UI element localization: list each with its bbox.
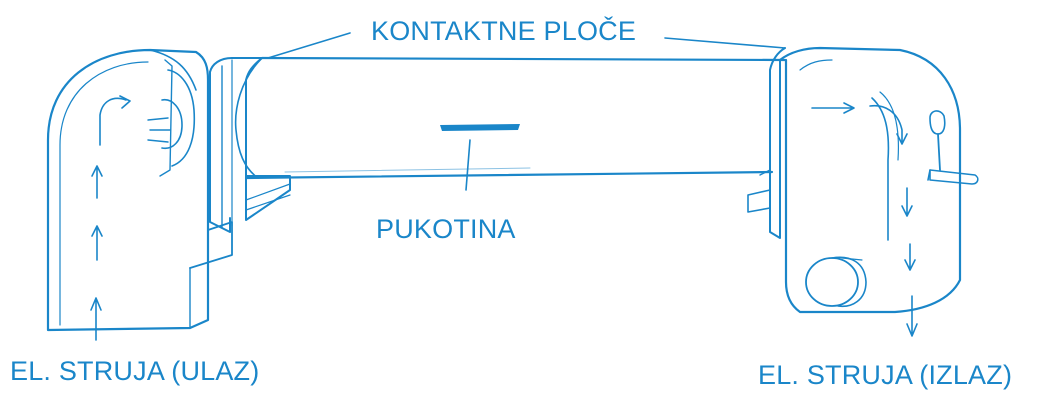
contact-plates-label: KONTAKTNE PLOČE bbox=[371, 16, 637, 46]
right-headstock bbox=[778, 46, 979, 337]
test-bar bbox=[234, 56, 787, 180]
crack-mark bbox=[440, 124, 520, 191]
left-contact-plate bbox=[209, 57, 291, 233]
contact-plate-leader-lines bbox=[267, 32, 786, 59]
left-headstock bbox=[46, 48, 233, 341]
left-current-arrows bbox=[90, 95, 131, 341]
control-knob bbox=[805, 256, 867, 308]
right-contact-plate bbox=[747, 47, 786, 239]
crack-label: PUKOTINA bbox=[376, 214, 516, 244]
crank-handle bbox=[927, 110, 979, 185]
current-out-label: EL. STRUJA (IZLAZ) bbox=[758, 360, 1013, 390]
right-current-arrows bbox=[811, 102, 918, 337]
current-in-label: EL. STRUJA (ULAZ) bbox=[10, 356, 260, 386]
